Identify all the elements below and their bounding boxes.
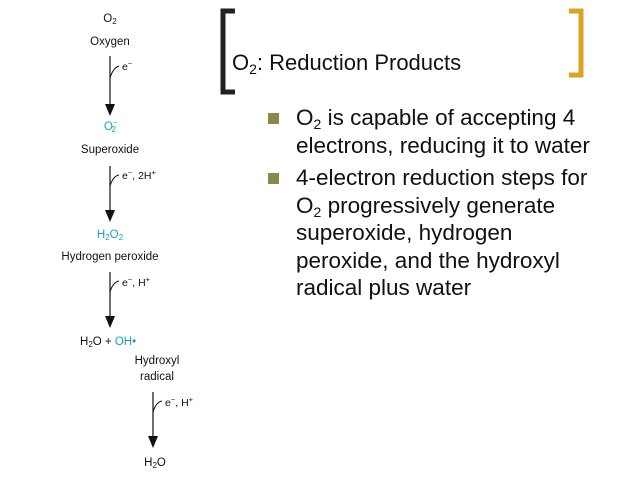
- reduction-arrow-4: [148, 392, 163, 448]
- water-plus-hydroxyl-formula: H2O + OH•: [80, 336, 137, 349]
- water-formula: H2O: [144, 457, 166, 470]
- oxygen-formula: O2: [103, 13, 117, 26]
- bullet-item-capacity: O2 is capable of accepting 4 electrons, …: [266, 104, 606, 159]
- bullet-list: O2 is capable of accepting 4 electrons, …: [266, 104, 606, 307]
- superoxide-label: Superoxide: [80, 144, 140, 156]
- oxygen-label: Oxygen: [90, 36, 130, 48]
- reduction-arrow-1: [105, 56, 120, 116]
- reagent-step-2: e−, 2H+: [122, 168, 156, 182]
- title-right-bracket: [569, 8, 584, 78]
- reagent-step-3: e−, H+: [122, 275, 151, 289]
- slide-title: O2: Reduction Products: [232, 50, 462, 77]
- title-left-bracket: [220, 8, 235, 95]
- reduction-arrow-3: [105, 272, 120, 328]
- hydroxyl-label-line2: radical: [140, 371, 174, 383]
- square-bullet-icon: [268, 113, 279, 124]
- bullet-item-steps: 4-electron reduction steps for O2 progre…: [266, 164, 606, 302]
- hydroxyl-radical-formula: OH•: [114, 336, 137, 348]
- reagent-step-1: e−: [122, 59, 133, 73]
- superoxide-formula: O−2: [103, 118, 118, 134]
- hydrogen-peroxide-label: Hydrogen peroxide: [61, 251, 159, 263]
- reduction-arrow-2: [105, 166, 120, 222]
- reagent-step-4: e−, H+: [165, 395, 194, 409]
- hydrogen-peroxide-formula: H2O2: [96, 229, 124, 242]
- square-bullet-icon: [268, 173, 279, 184]
- hydroxyl-label-line1: Hydroxyl: [134, 355, 180, 367]
